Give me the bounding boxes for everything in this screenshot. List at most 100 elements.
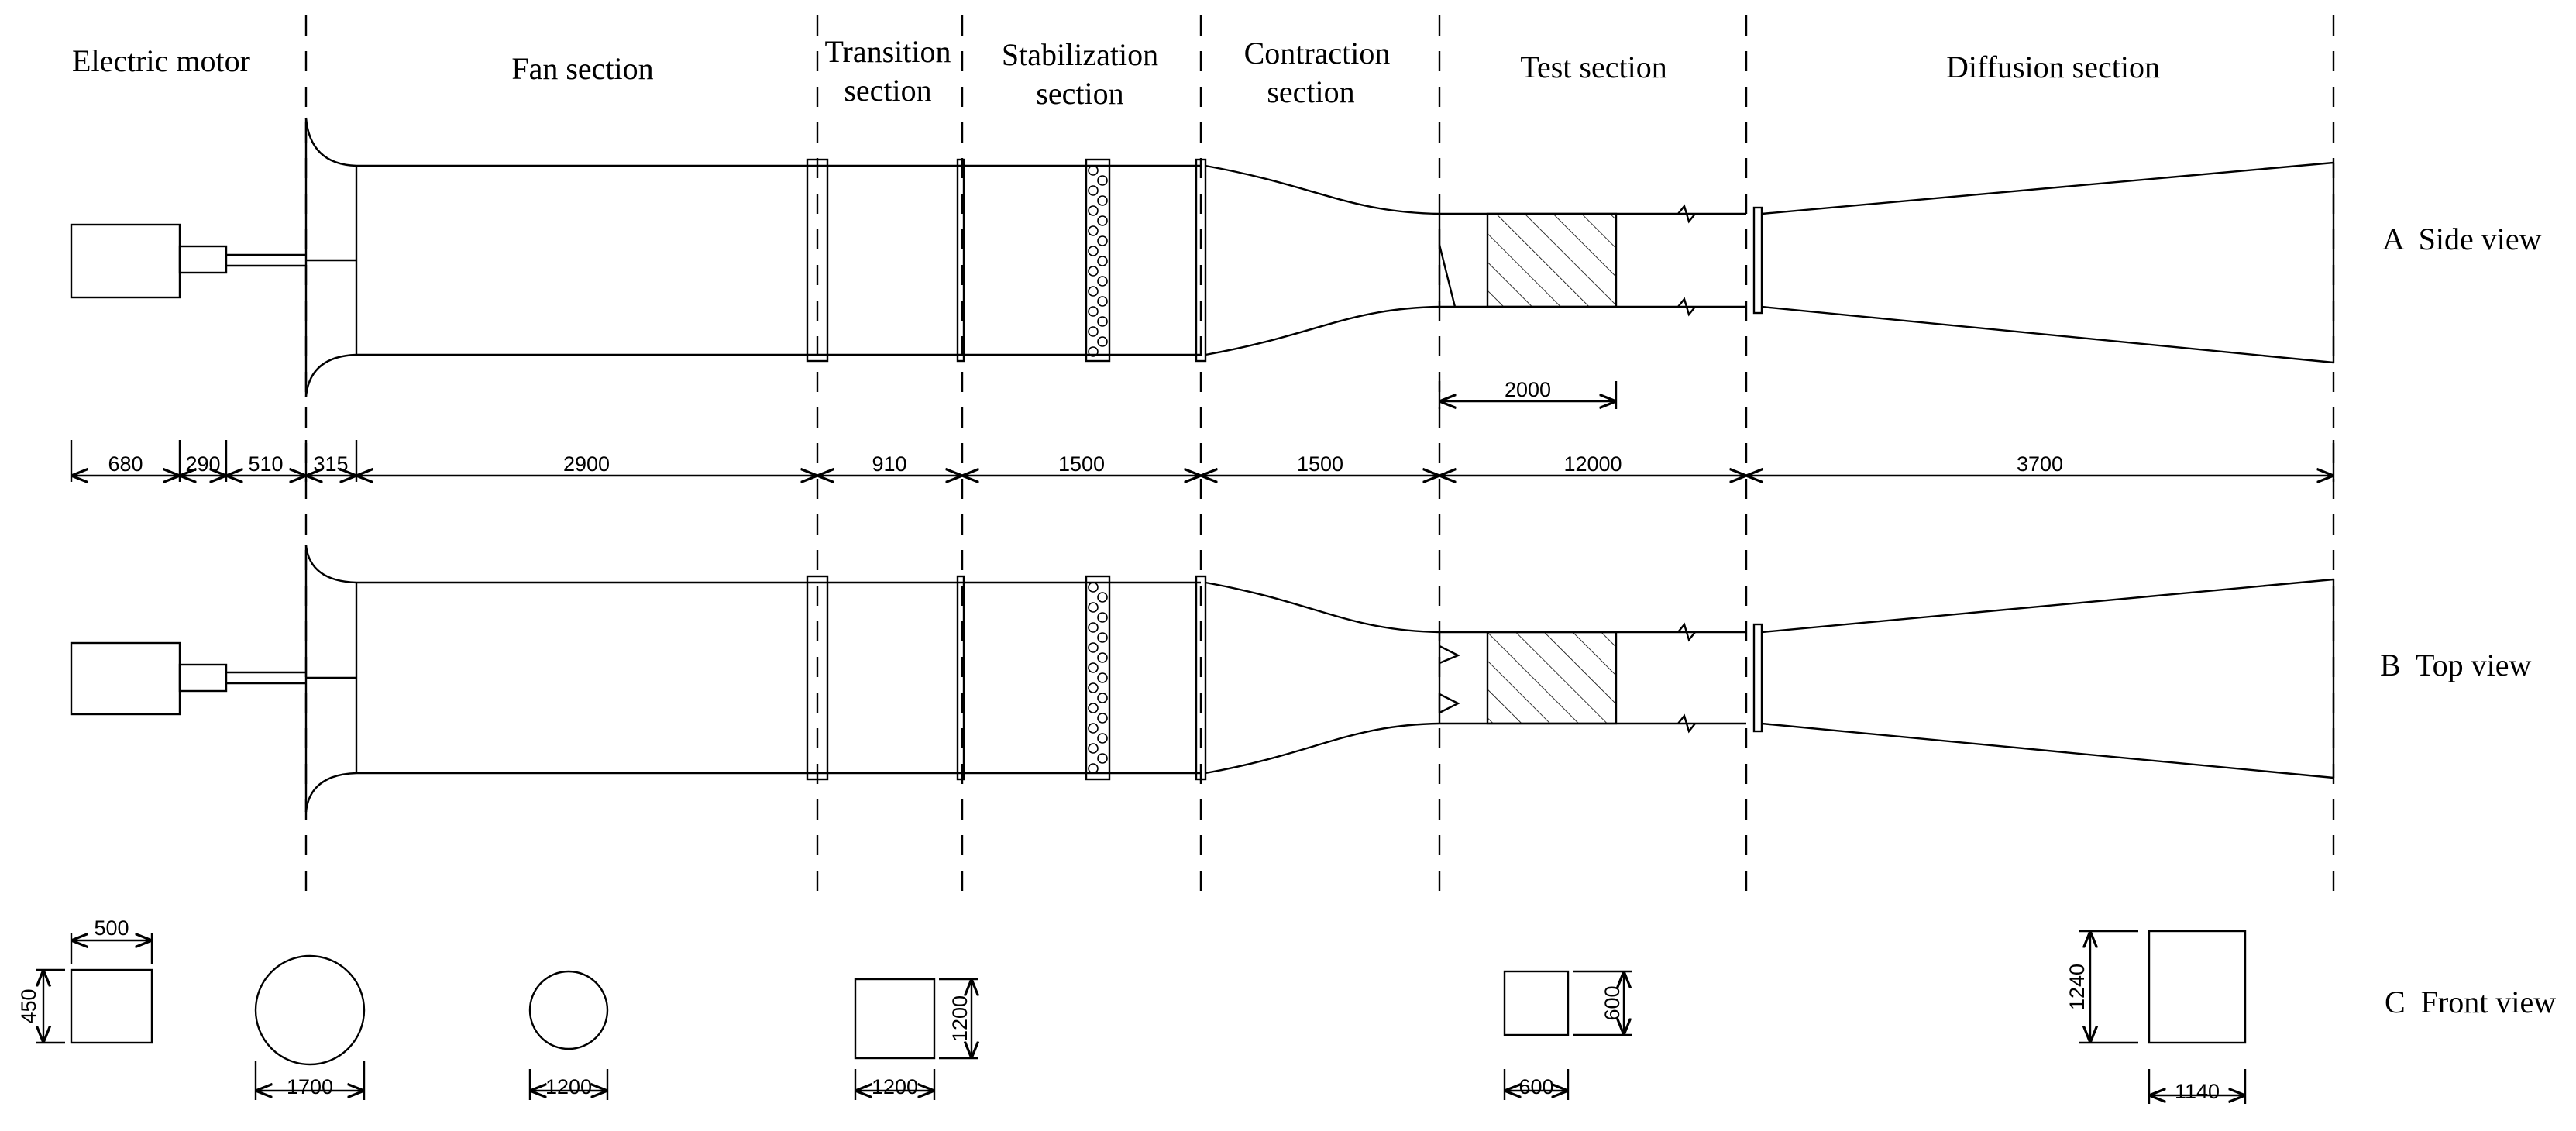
dim-label-transition-height: 1200 bbox=[948, 995, 972, 1042]
honeycomb-cell bbox=[1097, 693, 1108, 703]
test-model-block bbox=[1486, 212, 1618, 308]
title-diffusion-section: Diffusion section bbox=[1946, 50, 2160, 84]
title-test-section: Test section bbox=[1520, 50, 1666, 84]
dim-label-shaft: 510 bbox=[248, 452, 283, 476]
dim-label-stabilization: 1500 bbox=[1058, 452, 1105, 476]
front-view-drawing: 500 450 1700 1200 1200 1200 600 bbox=[17, 916, 2247, 1104]
honeycomb-cell bbox=[1088, 602, 1099, 613]
dim-label-transition: 910 bbox=[872, 452, 906, 476]
label-side-view: A Side view bbox=[2382, 222, 2542, 256]
honeycomb-cell bbox=[1088, 266, 1099, 277]
honeycomb-cell bbox=[1088, 662, 1099, 673]
dim-label-contraction: 1500 bbox=[1297, 452, 1343, 476]
dim-label-inlet: 315 bbox=[313, 452, 348, 476]
contraction-wall-top bbox=[1205, 164, 1440, 215]
inlet-bellmouth bbox=[304, 772, 357, 813]
title-transition-line2: section bbox=[844, 73, 931, 108]
dim-label-diffusion-height: 1240 bbox=[2065, 964, 2089, 1010]
diffuser-wall-bottom bbox=[1761, 722, 2334, 779]
honeycomb-screen bbox=[1085, 575, 1111, 781]
motor-coupling bbox=[178, 245, 228, 274]
diffuser-wall-top bbox=[1761, 578, 2334, 634]
front-fan-inner bbox=[528, 970, 609, 1050]
title-stabilization-line2: section bbox=[1036, 76, 1123, 111]
break-mark bbox=[1677, 713, 1696, 734]
honeycomb-cell bbox=[1088, 246, 1099, 256]
front-fan-outer bbox=[254, 954, 366, 1066]
honeycomb-cell bbox=[1097, 175, 1108, 186]
contraction-flange bbox=[1195, 575, 1207, 781]
honeycomb-cell bbox=[1097, 592, 1108, 603]
break-mark bbox=[1677, 297, 1696, 317]
title-stabilization-line1: Stabilization bbox=[1002, 37, 1158, 72]
honeycomb-cell bbox=[1088, 225, 1099, 236]
honeycomb-cell bbox=[1088, 326, 1099, 337]
stabilization-flange bbox=[956, 575, 965, 781]
transition-flange bbox=[806, 158, 829, 363]
honeycomb-cells bbox=[1088, 165, 1108, 357]
dim-label-motor-width: 500 bbox=[94, 916, 129, 940]
stabilization-flange bbox=[956, 158, 965, 363]
honeycomb-cell bbox=[1088, 306, 1099, 317]
break-mark bbox=[1677, 204, 1696, 224]
honeycomb-cell bbox=[1088, 185, 1099, 196]
honeycomb-cells bbox=[1088, 582, 1108, 774]
label-front-view: C Front view bbox=[2385, 985, 2556, 1019]
honeycomb-cell bbox=[1088, 642, 1099, 653]
dim-label-coupling: 290 bbox=[185, 452, 220, 476]
diffuser-flange bbox=[1752, 206, 1763, 315]
test-model-block bbox=[1486, 631, 1618, 725]
diffuser-wall-top bbox=[1761, 161, 2334, 215]
honeycomb-cell bbox=[1088, 165, 1099, 176]
title-fan-section: Fan section bbox=[511, 51, 653, 86]
label-top-view: B Top view bbox=[2380, 648, 2531, 682]
honeycomb-cell bbox=[1097, 652, 1108, 663]
title-contraction-line2: section bbox=[1267, 74, 1354, 109]
honeycomb-cell bbox=[1088, 346, 1099, 357]
title-contraction-line1: Contraction bbox=[1244, 36, 1391, 70]
dim-label-diffusion: 3700 bbox=[2017, 452, 2063, 476]
honeycomb-cell bbox=[1088, 743, 1099, 754]
contraction-flange bbox=[1195, 158, 1207, 363]
honeycomb-cell bbox=[1097, 256, 1108, 266]
honeycomb-screen bbox=[1085, 158, 1111, 363]
motor-body bbox=[70, 223, 181, 299]
length-dimension-row: 680 290 510 315 2900 910 1500 1500 12000… bbox=[70, 440, 2335, 482]
dim-label-fan-section: 2900 bbox=[563, 452, 610, 476]
contraction-wall-top bbox=[1205, 581, 1440, 634]
honeycomb-cell bbox=[1088, 622, 1099, 633]
honeycomb-cell bbox=[1097, 632, 1108, 643]
transition-flange bbox=[806, 575, 829, 781]
dim-label-fan-inner: 1200 bbox=[545, 1075, 592, 1098]
dim-label-motor: 680 bbox=[108, 452, 143, 476]
dim-label-transition-width: 1200 bbox=[872, 1075, 918, 1098]
honeycomb-cell bbox=[1088, 703, 1099, 713]
inlet-bellmouth bbox=[304, 545, 357, 584]
inlet-bellmouth bbox=[304, 117, 357, 167]
honeycomb-cell bbox=[1097, 215, 1108, 226]
front-transition bbox=[854, 978, 936, 1060]
honeycomb-cell bbox=[1097, 672, 1108, 683]
honeycomb-cell bbox=[1088, 763, 1099, 774]
honeycomb-cell bbox=[1088, 582, 1099, 593]
dim-label-test-height: 600 bbox=[1601, 985, 1624, 1020]
dim-label-model-length: 2000 bbox=[1505, 378, 1551, 401]
honeycomb-cell bbox=[1088, 723, 1099, 734]
contraction-wall-bottom bbox=[1205, 305, 1440, 356]
dim-label-test: 12000 bbox=[1563, 452, 1622, 476]
front-motor bbox=[70, 968, 153, 1044]
contraction-wall-bottom bbox=[1205, 722, 1440, 775]
front-test bbox=[1503, 970, 1570, 1036]
break-mark bbox=[1677, 622, 1696, 642]
honeycomb-cell bbox=[1097, 713, 1108, 724]
motor-coupling bbox=[178, 663, 228, 693]
section-titles: Electric motor Fan section Transition se… bbox=[72, 34, 2160, 111]
honeycomb-cell bbox=[1088, 205, 1099, 216]
title-electric-motor: Electric motor bbox=[72, 43, 250, 78]
honeycomb-cell bbox=[1088, 286, 1099, 297]
inlet-bellmouth bbox=[304, 353, 357, 397]
dim-label-fan-outer: 1700 bbox=[287, 1075, 333, 1098]
honeycomb-cell bbox=[1097, 235, 1108, 246]
motor-body bbox=[70, 641, 181, 716]
dim-label-motor-height: 450 bbox=[17, 988, 40, 1023]
